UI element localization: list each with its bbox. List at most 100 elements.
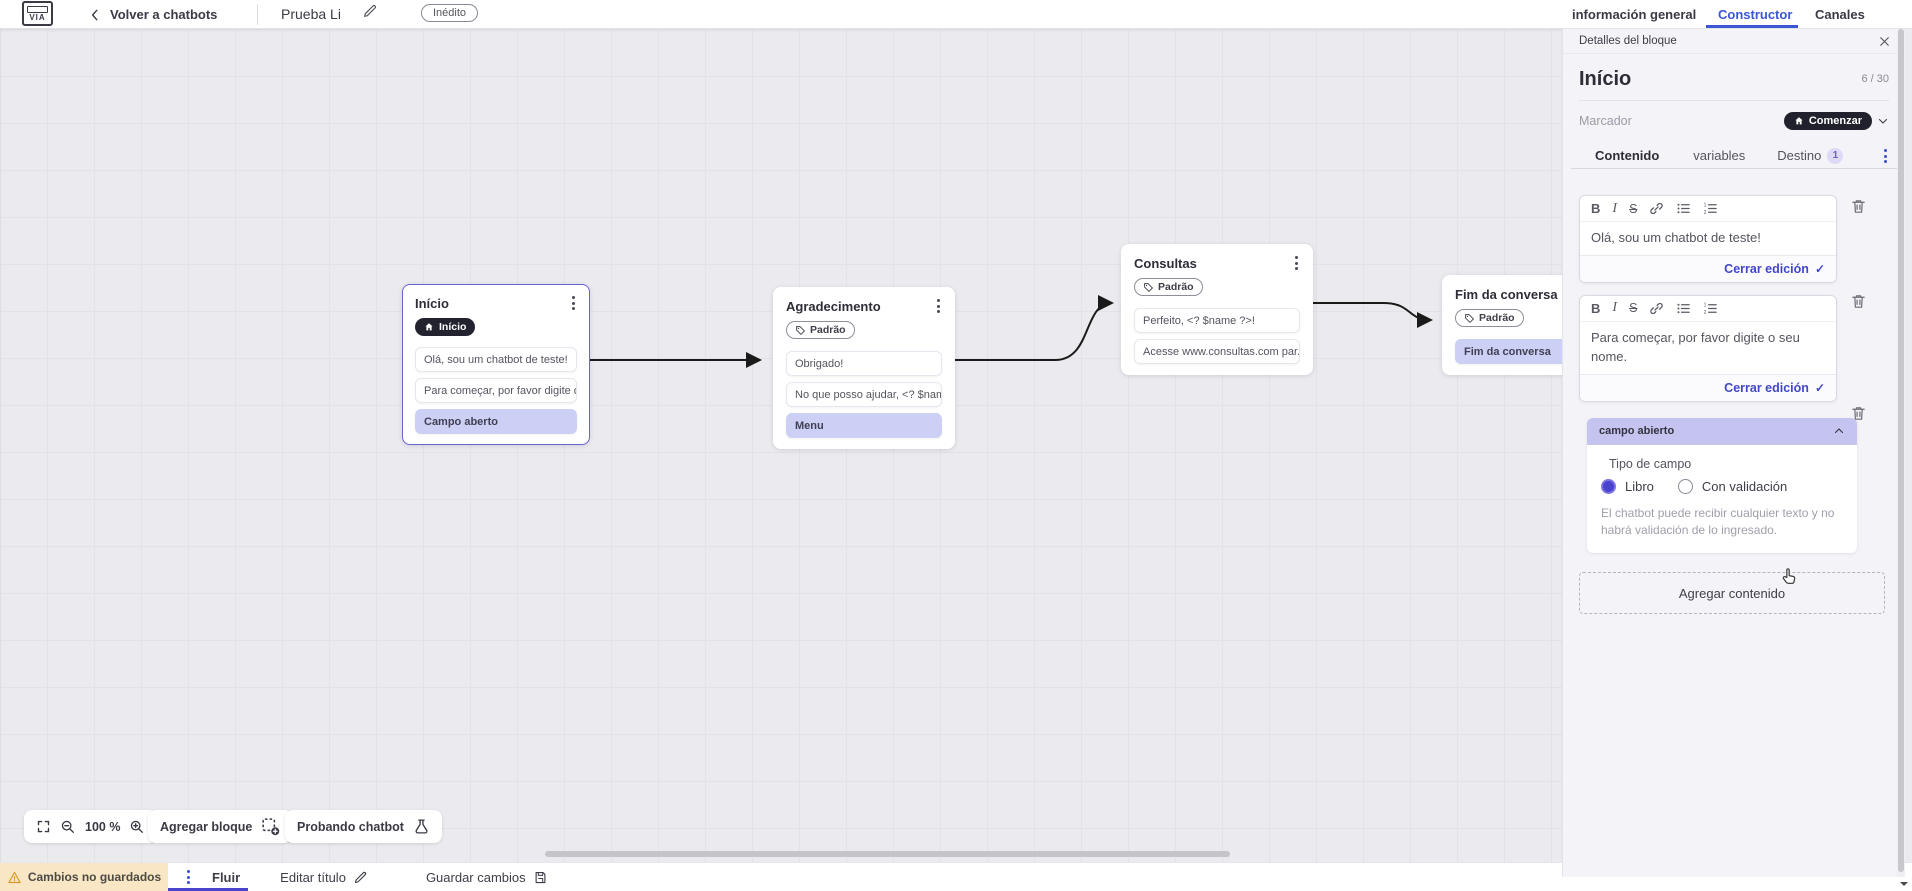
flow-canvas[interactable]: Início Início Olá, sou um chatbot de tes… [0, 29, 1562, 862]
tab-contenido[interactable]: Contenido [1595, 148, 1660, 163]
chevron-left-icon [91, 9, 98, 20]
tab-destino-label: Destino [1777, 148, 1822, 163]
bullet-list-button[interactable] [1676, 298, 1691, 318]
tab-canales[interactable]: Canales [1815, 0, 1865, 29]
radio-option-con-validacion[interactable]: Con validación [1677, 478, 1788, 494]
message-text-input[interactable]: Olá, sou um chatbot de teste! [1580, 222, 1836, 256]
tab-variables[interactable]: variables [1693, 148, 1746, 163]
app-logo-text: VIA [29, 13, 46, 22]
pencil-icon [364, 5, 376, 17]
flow-node-inicio[interactable]: Início Início Olá, sou um chatbot de tes… [402, 284, 590, 445]
flow-node-consultas[interactable]: Consultas Padrão Perfeito, <? $name ?>! … [1121, 244, 1313, 375]
open-field-header[interactable]: campo abierto [1587, 417, 1857, 445]
bullet-list-icon [1677, 203, 1691, 214]
delete-field-button[interactable] [1850, 405, 1867, 422]
scroll-corner-arrow [1899, 879, 1909, 889]
tab-informacion-general[interactable]: información general [1572, 0, 1696, 29]
close-panel-button[interactable] [1878, 35, 1891, 48]
node-content-item-selected[interactable]: Fim da conversa [1455, 338, 1562, 364]
flow-node-fim-da-conversa[interactable]: Fim da conversa Padrão Fim da conversa [1442, 275, 1562, 375]
delete-content-button[interactable] [1850, 198, 1867, 215]
radio-label: Con validación [1701, 478, 1788, 494]
pencil-icon [354, 871, 367, 883]
block-name[interactable]: Início [1579, 67, 1632, 90]
tag-icon [1465, 313, 1475, 323]
destino-count-badge: 1 [1827, 147, 1844, 164]
node-type-badge: Padrão [786, 321, 855, 339]
tab-constructor[interactable]: Constructor [1718, 0, 1792, 29]
tab-fluir[interactable]: Fluir [212, 869, 241, 885]
message-text-input[interactable]: Para começar, por favor digite o seu nom… [1580, 322, 1836, 375]
link-button[interactable] [1649, 199, 1664, 219]
check-icon: ✓ [1814, 261, 1825, 276]
edit-title-footer-button[interactable]: Editar título [280, 870, 368, 885]
test-chatbot-button[interactable]: Probando chatbot [285, 810, 442, 843]
active-tab-underline [1706, 25, 1798, 28]
bold-button[interactable]: B [1591, 199, 1600, 219]
back-to-chatbots-button[interactable]: Volver a chatbots [88, 0, 217, 29]
save-changes-button[interactable]: Guardar cambios [426, 870, 548, 885]
top-header: VIA Volver a chatbots Prueba Li Inédito … [0, 0, 1912, 29]
add-block-button[interactable]: Agregar bloque [148, 810, 293, 843]
strikethrough-button[interactable]: S [1629, 199, 1637, 219]
close-edit-button[interactable]: Cerrar edición✓ [1724, 261, 1825, 276]
edit-title-button[interactable] [362, 3, 378, 19]
delete-content-button[interactable] [1850, 293, 1867, 310]
back-label: Volver a chatbots [110, 7, 218, 22]
link-icon [1650, 302, 1664, 314]
bold-button[interactable]: B [1591, 298, 1600, 318]
node-content-item[interactable]: Acesse www.consultas.com par... [1134, 338, 1300, 364]
radio-option-libro[interactable]: Libro [1601, 478, 1654, 494]
node-content-item[interactable]: Para começar, por favor digite o ... [415, 378, 577, 403]
flow-menu-button[interactable] [185, 868, 192, 886]
link-button[interactable] [1649, 298, 1664, 318]
block-name-row: Início 6 / 30 [1579, 66, 1889, 92]
node-content-item[interactable]: Obrigado! [786, 350, 942, 376]
bullet-list-button[interactable] [1676, 199, 1691, 219]
italic-button[interactable]: I [1612, 199, 1617, 219]
tab-destino[interactable]: Destino 1 [1777, 147, 1844, 164]
node-type-badge: Padrão [1134, 278, 1203, 296]
zoom-in-button[interactable] [129, 819, 145, 835]
strikethrough-button[interactable]: S [1629, 298, 1637, 318]
node-content-item-selected[interactable]: Campo aberto [415, 409, 577, 434]
add-content-button[interactable]: Agregar contenido [1579, 572, 1885, 615]
header-divider [257, 4, 258, 25]
flask-icon [415, 819, 428, 834]
close-edit-button[interactable]: Cerrar edición✓ [1724, 380, 1825, 395]
zoom-out-button[interactable] [60, 819, 76, 835]
active-flow-tab-underline [168, 888, 248, 891]
node-title: Agradecimento [786, 298, 881, 314]
field-help-text: El chatbot puede recibir cualquier texto… [1601, 505, 1835, 537]
fullscreen-button[interactable] [36, 819, 51, 834]
flow-node-agradecimento[interactable]: Agradecimento Padrão Obrigado! No que po… [773, 287, 955, 449]
open-field-card: campo abierto Tipo de campo Libro Con va… [1587, 417, 1857, 554]
node-content-item[interactable]: Olá, sou um chatbot de teste! [415, 347, 577, 372]
node-menu-button[interactable] [570, 294, 577, 312]
panel-scrollbar[interactable] [1897, 29, 1905, 877]
node-content-item[interactable]: No que posso ajudar, <? $name ... [786, 381, 942, 407]
char-counter: 6 / 30 [1861, 73, 1889, 85]
chevron-up-icon [1834, 428, 1844, 434]
marker-row: Marcador Comenzar [1579, 109, 1889, 133]
panel-scrollbar-thumb[interactable] [1898, 29, 1904, 872]
canvas-horizontal-scrollbar[interactable] [545, 851, 1230, 857]
italic-button[interactable]: I [1612, 298, 1617, 318]
node-content-item-selected[interactable]: Menu [786, 412, 942, 438]
divider [1579, 100, 1889, 101]
svg-text:1: 1 [1704, 302, 1707, 308]
app-logo[interactable]: VIA [22, 1, 53, 26]
node-menu-button[interactable] [935, 297, 942, 315]
marker-select[interactable]: Comenzar [1783, 112, 1889, 130]
add-block-icon [262, 818, 280, 836]
node-menu-button[interactable] [1293, 254, 1300, 272]
panel-menu-button[interactable] [1882, 147, 1889, 165]
node-content-item[interactable]: Perfeito, <? $name ?>! [1134, 307, 1300, 333]
node-title: Consultas [1134, 255, 1197, 271]
